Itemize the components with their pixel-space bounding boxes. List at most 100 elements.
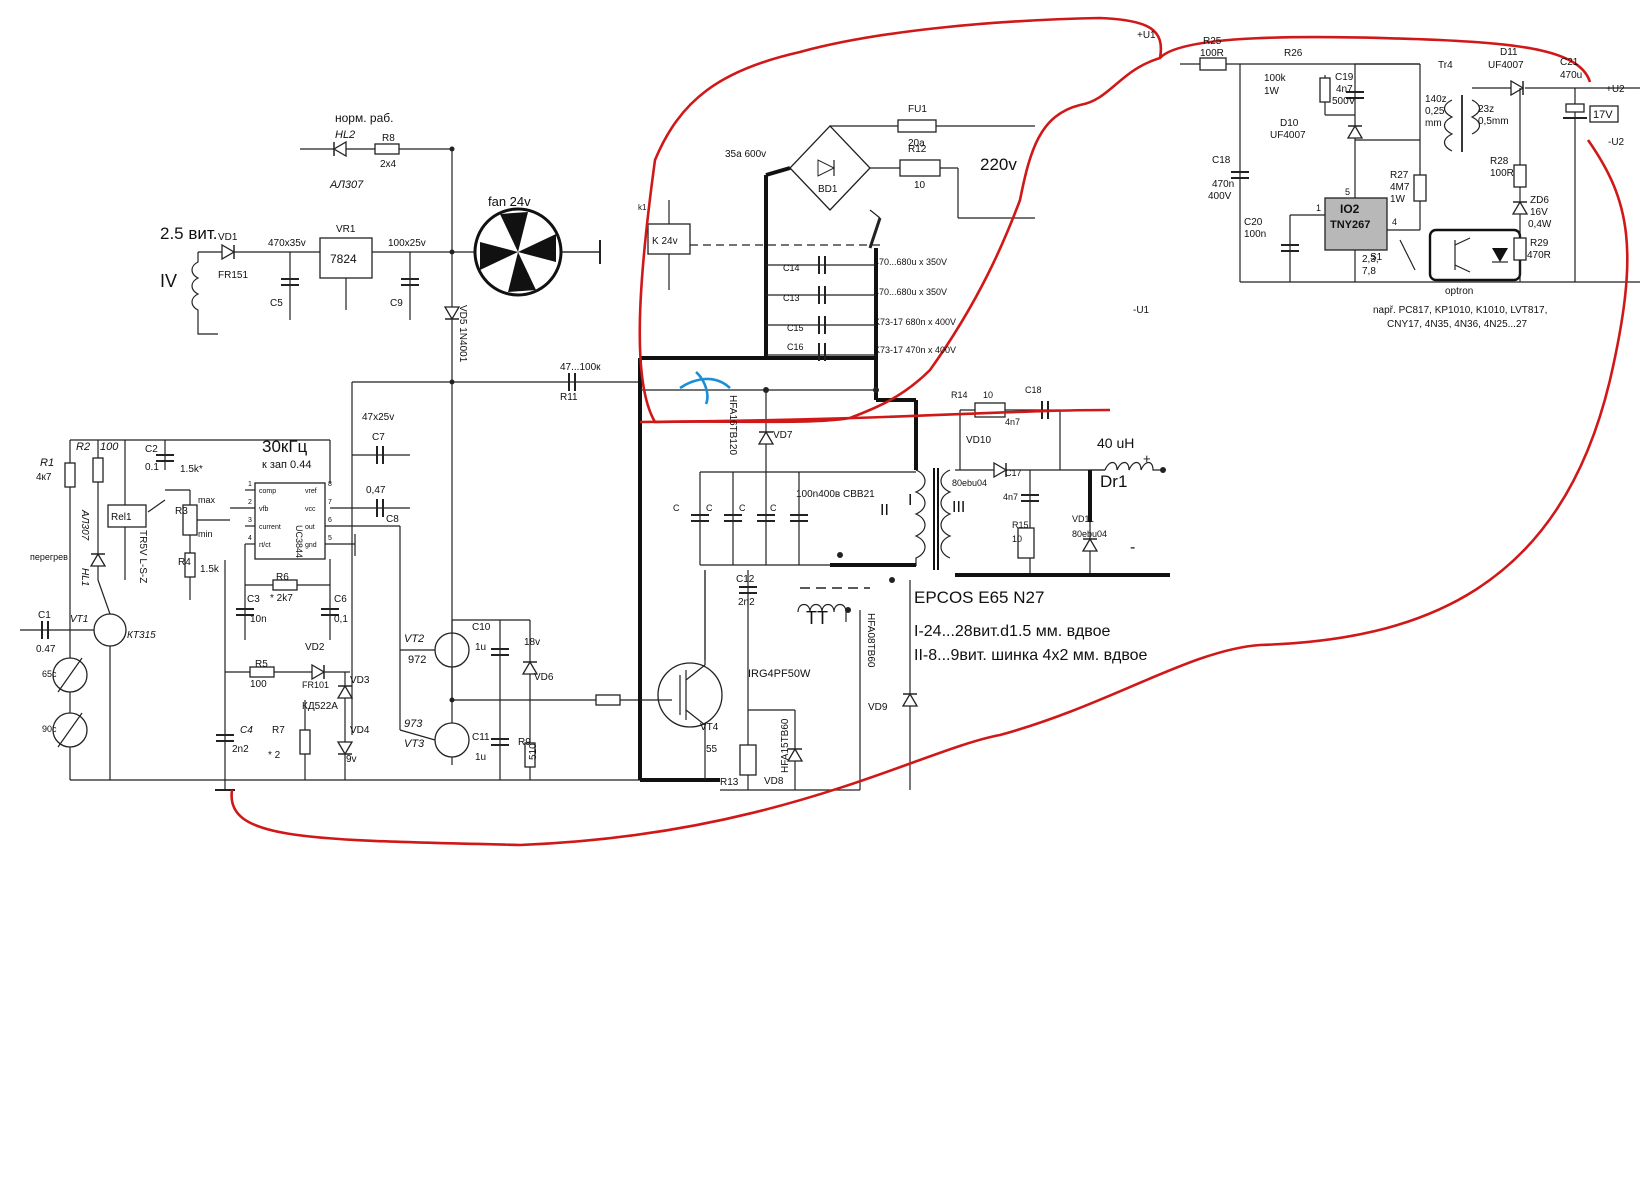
- label-c1-val: 0.47: [36, 644, 56, 655]
- resistor-r27: [1413, 174, 1427, 202]
- label-cap-c4: C: [770, 503, 777, 513]
- label-c10-val: 1u: [475, 642, 486, 653]
- pin-1: 1: [248, 481, 252, 488]
- label-r100: 100: [100, 441, 119, 453]
- label-r6-val: * 2k7: [270, 593, 293, 604]
- label-relay-type: TR5V L-S-Z: [137, 530, 148, 583]
- label-core: EPCOS E65 N27: [914, 588, 1044, 607]
- label-plus: +: [1143, 451, 1151, 466]
- transistor-vt3: [434, 722, 470, 758]
- label-d10: D10: [1280, 118, 1299, 129]
- transistor-vt1: [93, 613, 127, 647]
- label-r3: R3: [175, 506, 188, 517]
- optocoupler: [1428, 228, 1522, 282]
- tny267-chip: [1324, 197, 1388, 251]
- label-r29: R29: [1530, 238, 1549, 249]
- highlight-outline: [230, 16, 1629, 847]
- label-tny267: TNY267: [1330, 219, 1370, 231]
- label-tt: TT: [806, 608, 828, 628]
- label-c21-val: 470u: [1560, 70, 1582, 81]
- label-vd8: VD8: [764, 776, 784, 787]
- pin-2: 2: [248, 499, 252, 506]
- label-t65: 65c: [42, 669, 57, 679]
- label-fan: fan 24v: [488, 194, 531, 209]
- label-c3-val: 10n: [250, 614, 267, 625]
- label-c4: C4: [240, 725, 253, 736]
- label-c16: C16: [787, 342, 804, 352]
- label-c7-val: 47x25v: [362, 412, 394, 423]
- label-fu1: FU1: [908, 104, 927, 115]
- label-c11-val: 1u: [475, 752, 486, 763]
- label-r26-val: 100k: [1264, 73, 1287, 84]
- label-c18b: C18: [1025, 385, 1042, 395]
- label-c18-val: 470n: [1212, 179, 1234, 190]
- label-vd2: VD2: [305, 642, 325, 653]
- label-vd4: VD4: [350, 725, 370, 736]
- uc3844-chip: [254, 482, 326, 560]
- label-kzap: к зап 0.44: [262, 459, 311, 471]
- label-pin-gnd2: 7,8: [1362, 266, 1376, 277]
- label-fr101: FR101: [302, 680, 329, 690]
- label-c10: C10: [472, 622, 491, 633]
- label-vd10: VD10: [966, 435, 991, 446]
- label-ws: 23z: [1478, 104, 1494, 115]
- label-d11-type: UF4007: [1488, 60, 1524, 71]
- label-r27-val: 4M7: [1390, 182, 1410, 193]
- label-igbt: IRG4PF50W: [748, 668, 811, 680]
- pin-vref: vref: [305, 488, 317, 495]
- power-section: [638, 119, 1170, 791]
- label-c14-val: 470...680u x 350V: [874, 257, 947, 267]
- label-17v: 17V: [1593, 109, 1613, 121]
- label-r8-val: 2x4: [380, 159, 397, 170]
- label-r7-val: * 2: [268, 750, 281, 761]
- label-r5: R5: [255, 659, 268, 670]
- label-tr4: Tr4: [1438, 60, 1453, 71]
- label-k1: k1: [638, 203, 647, 212]
- label-c20-val: 100n: [1244, 229, 1266, 240]
- label-vt2: VT2: [404, 633, 424, 645]
- label-c12: C12: [736, 574, 755, 585]
- label-freq: 30кГц: [262, 437, 308, 456]
- label-diode-v: 35a 600v: [725, 149, 766, 160]
- label-c12-val: 2n2: [738, 597, 755, 608]
- label-r6: R6: [276, 572, 289, 583]
- label-wp3: mm: [1425, 118, 1442, 129]
- label-u2p: +U2: [1606, 84, 1625, 95]
- label-c8: C8: [386, 514, 399, 525]
- label-vd11: VD11: [1072, 514, 1094, 524]
- label-r26-w: 1W: [1264, 86, 1280, 97]
- label-c19-val: 4n7: [1336, 84, 1353, 95]
- label-opt1: např. PC817, KP1010, K1010, LVT817,: [1373, 305, 1547, 316]
- label-r14: R14: [951, 390, 968, 400]
- label-c7: C7: [372, 432, 385, 443]
- label-c19: C19: [1335, 72, 1354, 83]
- label-c15: C15: [787, 323, 804, 333]
- labels: норм. раб. HL2 АЛ307 R8 2x4 2.5 вит. IV …: [30, 30, 1625, 788]
- label-c3: C3: [247, 594, 260, 605]
- label-r4-val: 1.5k: [200, 564, 220, 575]
- label-u1m: -U1: [1133, 305, 1150, 316]
- resistor-r15: [1017, 527, 1035, 559]
- pin-current: current: [259, 524, 281, 531]
- label-r15-val: 10: [1012, 534, 1022, 544]
- control-section: [20, 141, 640, 791]
- label-bd1: BD1: [818, 184, 838, 195]
- label-c9-val: 100x25v: [388, 238, 426, 249]
- label-winding-i: I: [908, 492, 912, 509]
- label-vd6: VD6: [534, 672, 554, 683]
- label-fr151: FR151: [218, 270, 248, 281]
- label-note1: I-24...28вит.d1.5 мм. вдвое: [914, 623, 1110, 640]
- relay-rel1: [107, 504, 147, 528]
- label-c17: C17: [1005, 468, 1022, 478]
- resistor-r14: [974, 402, 1006, 418]
- label-dr1: Dr1: [1100, 472, 1127, 491]
- pin-vcc: vcc: [305, 506, 316, 513]
- label-r7: R7: [272, 725, 285, 736]
- resistor-r28: [1513, 164, 1527, 188]
- label-vd9-type: HFA08TB60: [865, 613, 876, 668]
- label-r28-val: 100R: [1490, 168, 1514, 179]
- label-rel1: Rel1: [111, 512, 132, 523]
- label-c13-val: 470...680u x 350V: [874, 287, 947, 297]
- label-c19-v: 500V: [1332, 96, 1356, 107]
- label-uc3844: UC3844: [294, 525, 304, 558]
